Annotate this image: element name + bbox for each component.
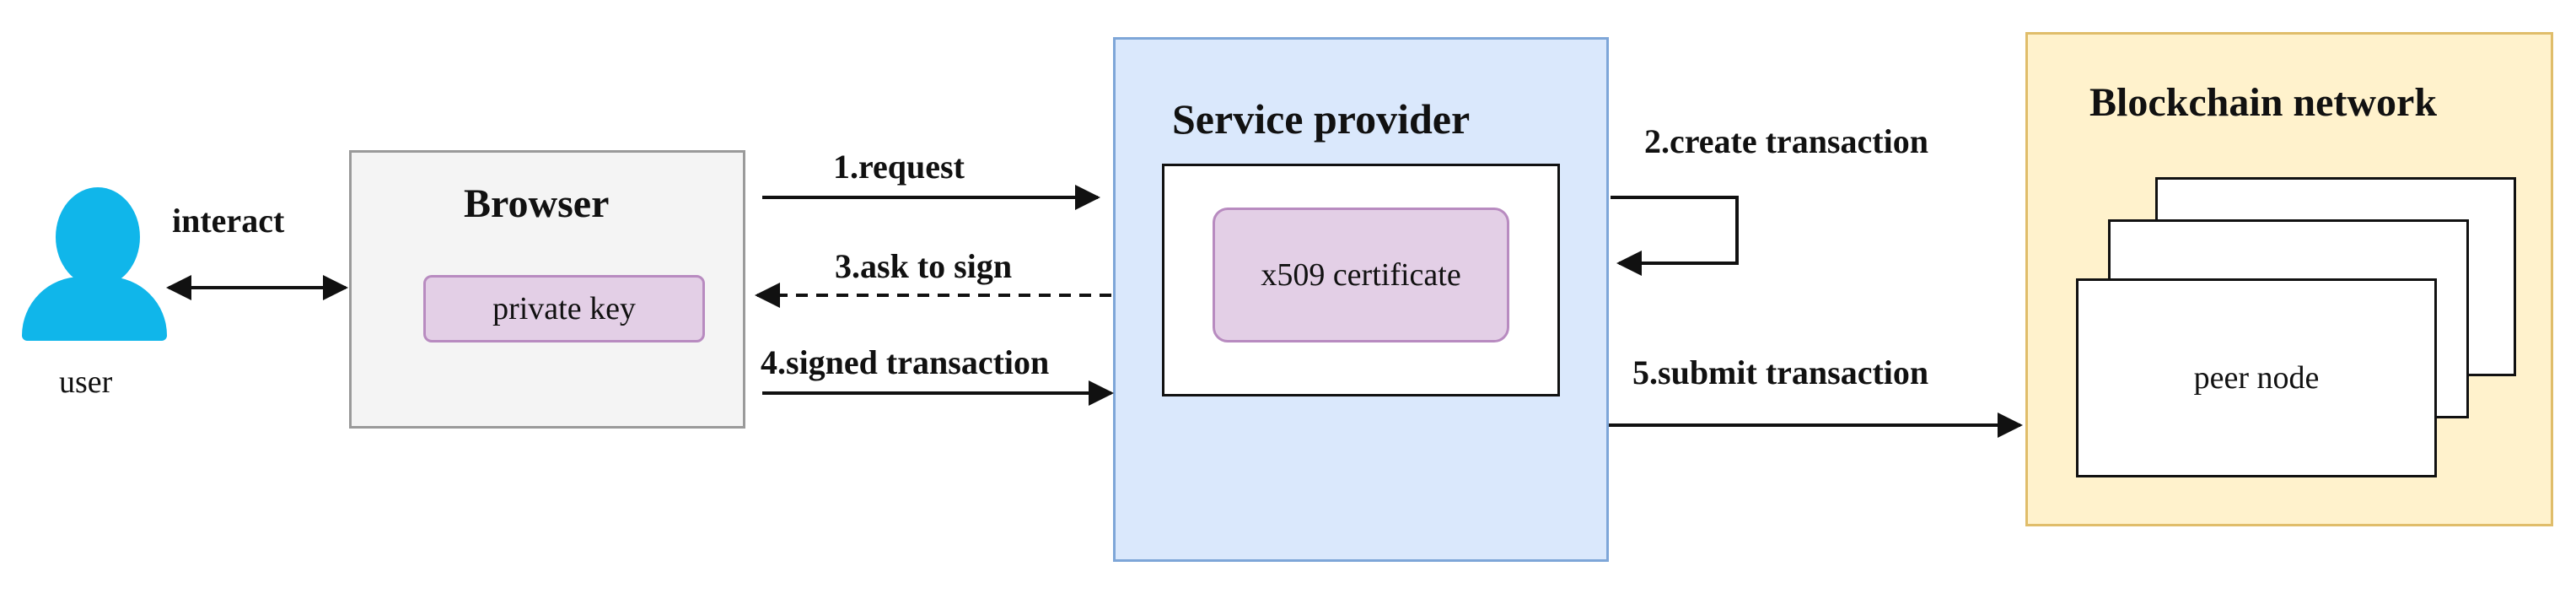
- request-label: 1.request: [833, 148, 965, 186]
- create-transaction-loop-arrow: [1611, 196, 1739, 276]
- user-label: user: [59, 364, 113, 400]
- browser-title: Browser: [464, 181, 610, 226]
- user-icon-head: [56, 187, 140, 287]
- create-transaction-label: 2.create transaction: [1644, 122, 1928, 160]
- certificate-box: x509 certificate: [1213, 208, 1509, 342]
- private-key-box: private key: [423, 275, 705, 342]
- service-provider-title: Service provider: [1172, 95, 1471, 143]
- peer-node-label: peer node: [2193, 360, 2320, 396]
- user-icon-body: [22, 277, 167, 341]
- blockchain-network-title: Blockchain network: [2089, 80, 2438, 125]
- submit-transaction-label: 5.submit transaction: [1632, 353, 1929, 391]
- signed-transaction-label: 4.signed transaction: [761, 343, 1050, 381]
- interact-label: interact: [172, 202, 285, 240]
- ask-to-sign-label: 3.ask to sign: [835, 247, 1013, 285]
- private-key-label: private key: [492, 291, 636, 326]
- certificate-label: x509 certificate: [1261, 257, 1461, 293]
- peer-node-box: peer node: [2076, 278, 2437, 477]
